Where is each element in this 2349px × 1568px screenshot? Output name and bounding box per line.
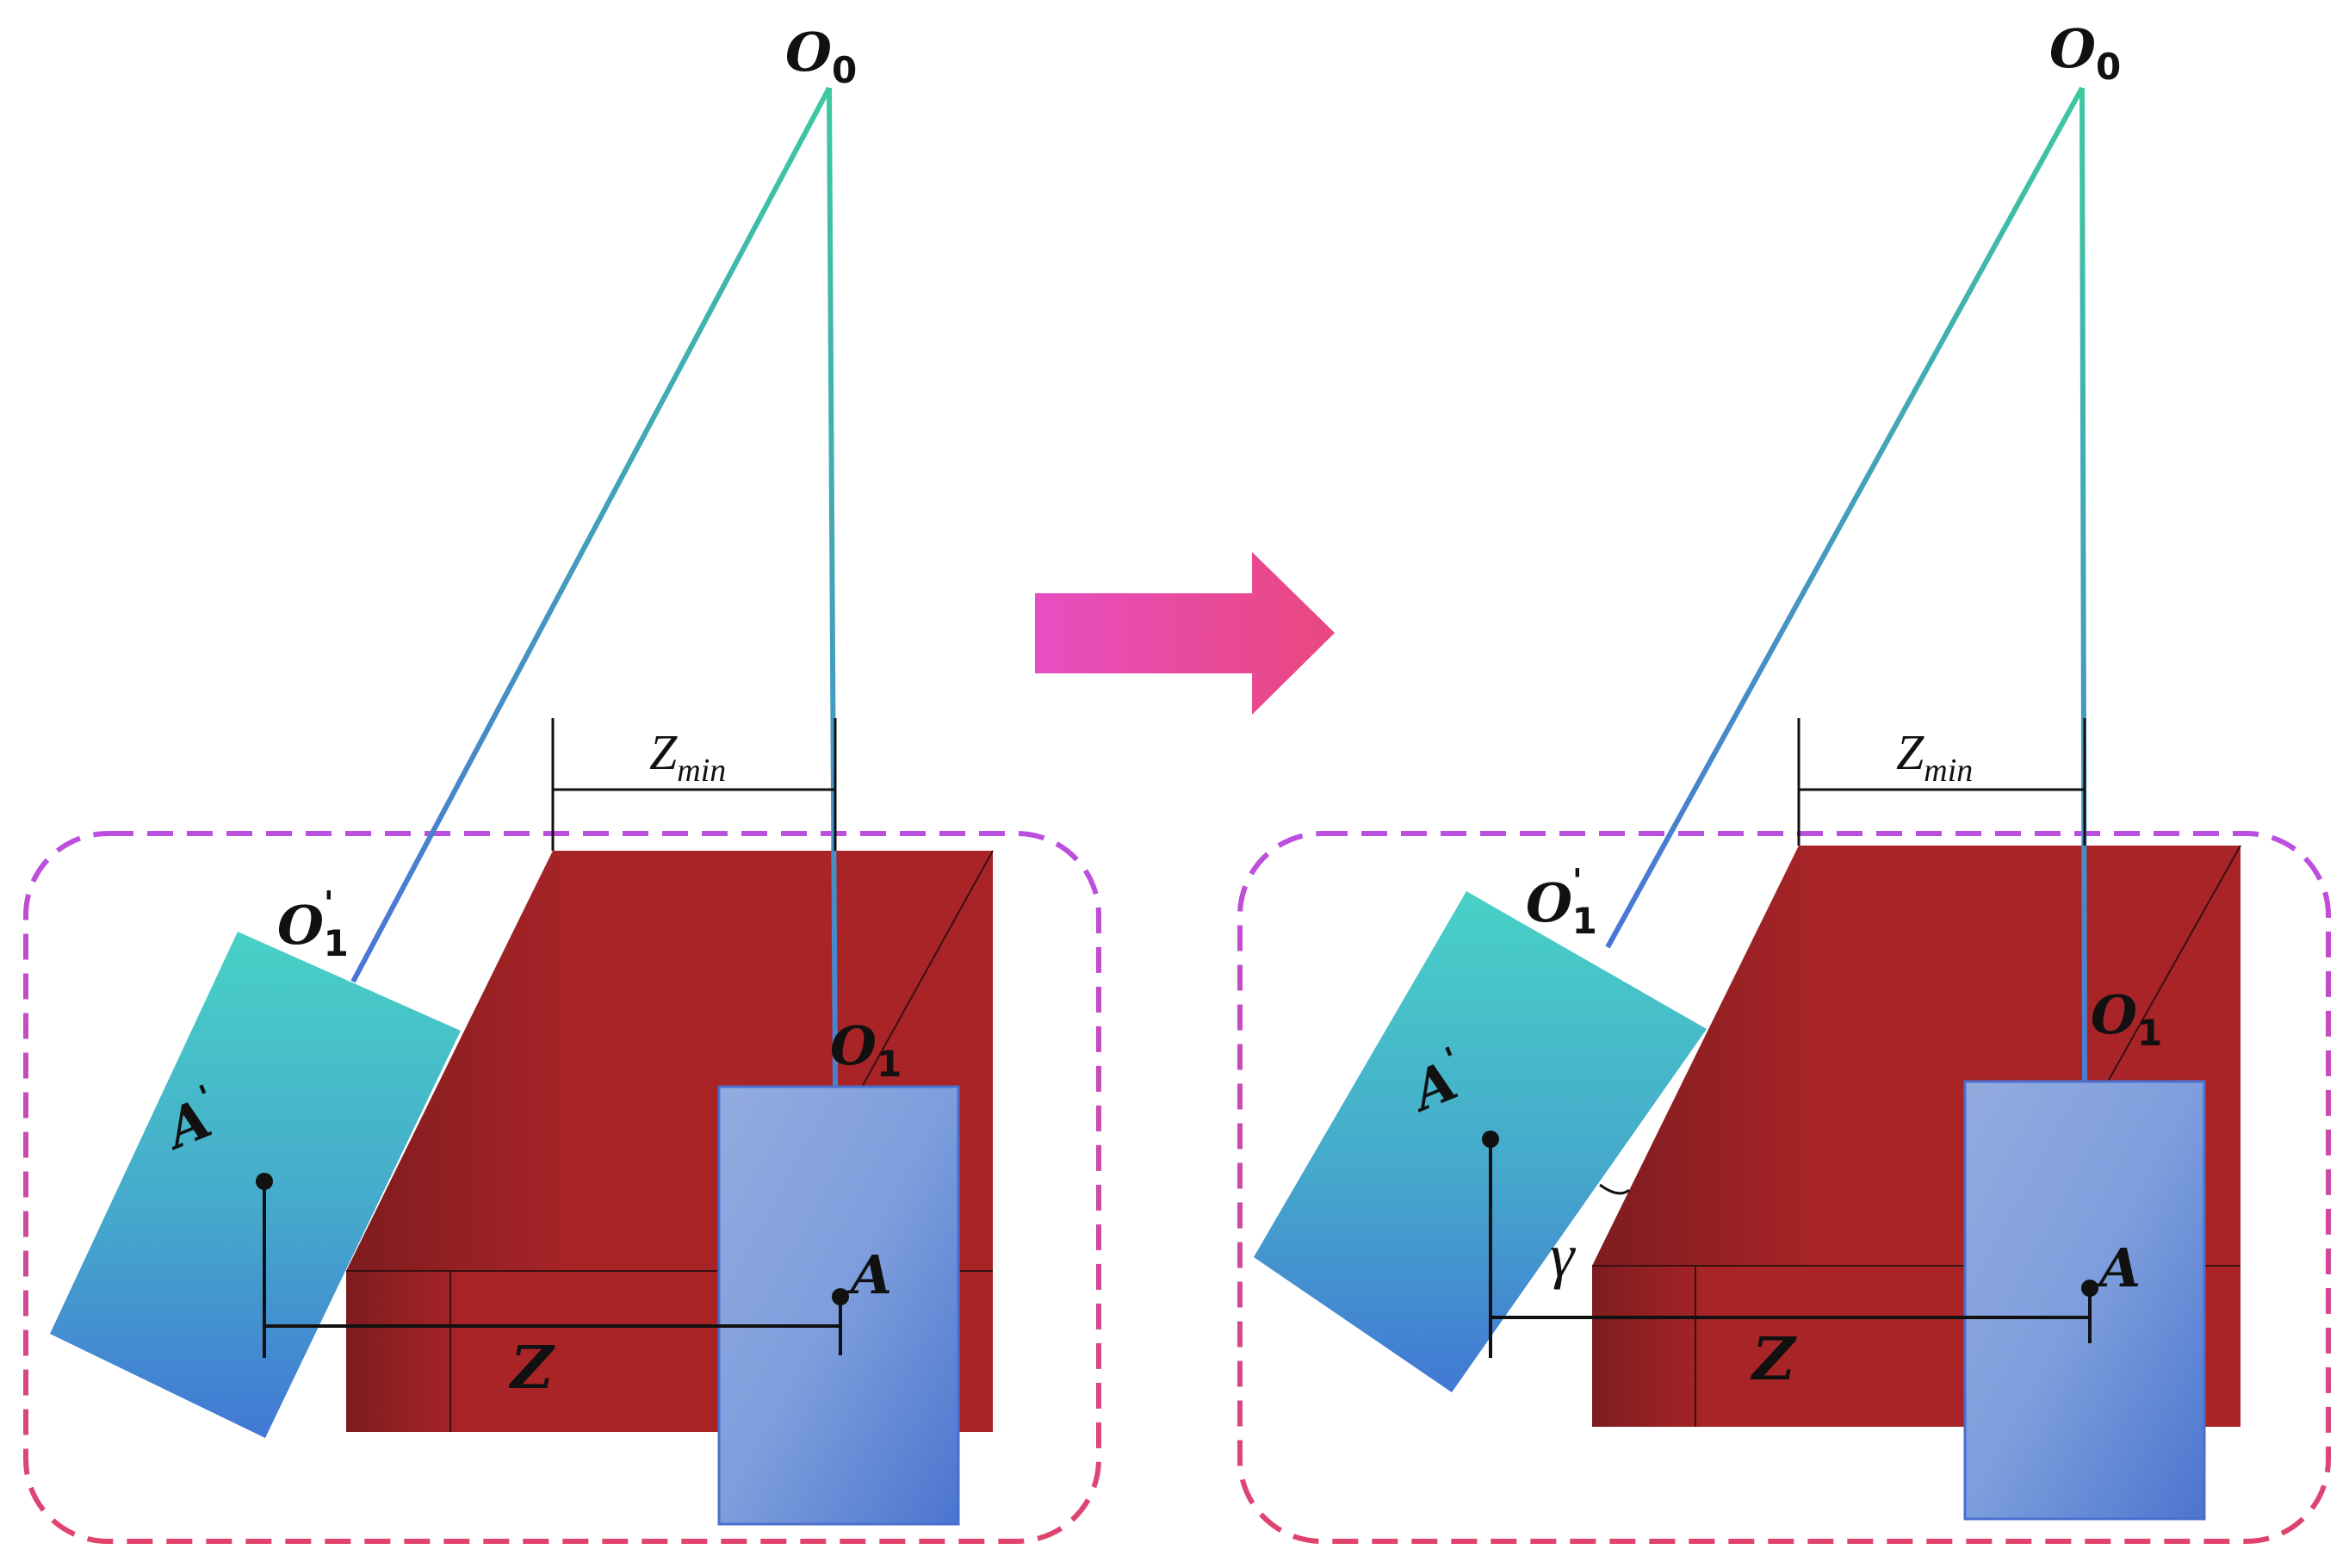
label-o1-prime-r: O'1 [1526,861,1597,942]
right-block-diagonal [2107,845,2241,1082]
z-label: Z [508,1334,555,1403]
o1-main: O [830,1014,877,1077]
gamma-label: γ [1550,1221,1576,1290]
zmin-label-r: Zmin [1896,724,1973,789]
zmin-sub: min [677,753,726,789]
o1p-sup: ' [324,883,334,922]
zmin-main-r: Z [1896,724,1924,780]
o0-sub: 0 [832,49,857,91]
o0-main-r: O [2049,17,2096,80]
zmin-main: Z [649,724,678,780]
o1p-main-r: O [1526,871,1572,934]
o1p-sub: 1 [324,922,349,964]
o0-sub-r: 0 [2096,46,2121,88]
left-z-dimension: Z [256,1173,849,1403]
right-zmin-dimension: Zmin [1797,718,2086,846]
right-panel: Zmin γ Z O0 O1 O'1 A' A [1237,17,2331,1544]
right-teal-box [1254,891,1707,1392]
right-dashed-frame [1237,831,2331,1544]
o1p-sub-r: 1 [1572,900,1597,942]
right-cable-diagonal [1605,86,2085,949]
zmin-sub-r: min [1924,753,1973,789]
left-dashed-frame [23,831,1101,1544]
label-o1-prime: O'1 [277,883,349,964]
o1p-sup-r: ' [1572,861,1583,900]
point-a-prime-r [1482,1131,1499,1148]
point-a-r [2081,1280,2098,1297]
o1-main-r: O [2091,983,2137,1046]
z-label-r: Z [1750,1325,1797,1394]
right-blue-box [1963,1080,2206,1521]
point-a [832,1288,849,1305]
left-panel: Zmin Z O0 O1 O'1 A' A [23,21,1101,1544]
zmin-label: Zmin [649,724,726,789]
left-zmin-dimension: Zmin [551,718,837,851]
left-cable-vertical [827,87,838,1088]
right-cable-vertical [2079,87,2087,1082]
left-teal-box [50,932,461,1438]
transition-arrow [1035,552,1335,715]
label-o1: O1 [830,1014,902,1085]
label-a: A [846,1243,892,1306]
o1p-main: O [277,894,324,957]
label-o1-r: O1 [2091,983,2162,1054]
label-o0: O0 [785,21,857,91]
o1-sub: 1 [877,1043,902,1085]
label-a-r: A [2095,1236,2141,1299]
right-z-dimension: Z [1482,1131,2098,1394]
label-o0-r: O0 [2049,17,2121,88]
o1-sub-r: 1 [2137,1012,2162,1054]
o0-main: O [785,21,832,84]
left-block-diagonal [860,850,994,1089]
gamma-angle-arc [1599,1183,1630,1195]
point-a-prime [256,1173,273,1190]
left-cable-diagonal [350,86,832,983]
